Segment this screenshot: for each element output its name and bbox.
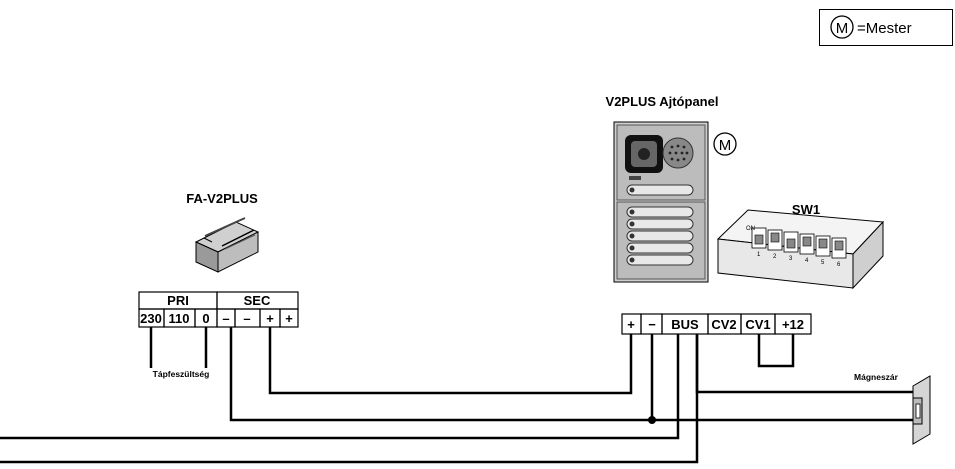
switch-on-text: ON bbox=[746, 226, 755, 232]
wires bbox=[0, 327, 913, 464]
power-supply-terminal-block bbox=[138, 291, 299, 328]
legend-text: =Mester bbox=[857, 20, 912, 37]
junction-dot bbox=[648, 416, 656, 424]
pri-terminal-0: 0 bbox=[202, 311, 209, 326]
switch-position-3: 3 bbox=[789, 256, 793, 262]
switch-position-6: 6 bbox=[837, 262, 841, 268]
sec-terminal-plus-1: + bbox=[266, 311, 274, 326]
wire-cv1-plus12-bridge bbox=[757, 334, 795, 368]
legend-symbol: M bbox=[836, 20, 849, 37]
sec-terminal-plus-2: + bbox=[285, 311, 293, 326]
panel-terminal-plus12: +12 bbox=[782, 317, 804, 332]
master-symbol: M bbox=[719, 137, 732, 154]
magnetic-lock-image bbox=[912, 375, 931, 445]
wire-minus bbox=[229, 327, 654, 422]
wire-plus bbox=[268, 327, 633, 395]
wire-bus-1 bbox=[0, 334, 680, 440]
wire-cv2-lock bbox=[695, 334, 913, 394]
switch-position-4: 4 bbox=[805, 258, 809, 264]
panel-terminal-cv1: CV1 bbox=[745, 317, 770, 332]
sec-terminal-minus-1: – bbox=[222, 311, 229, 326]
pri-terminal-110: 110 bbox=[169, 311, 190, 326]
master-circle-icon bbox=[713, 132, 737, 156]
panel-terminal-bus: BUS bbox=[671, 317, 699, 332]
door-panel-image bbox=[613, 121, 709, 283]
wire-bus-2 bbox=[0, 334, 699, 464]
door-panel-title: V2PLUS Ajtópanel bbox=[606, 94, 719, 109]
pri-header: PRI bbox=[167, 293, 189, 308]
panel-terminal-cv2: CV2 bbox=[711, 317, 736, 332]
legend: M =Mester bbox=[819, 9, 953, 46]
mains-label: Tápfeszültség bbox=[153, 369, 210, 379]
sec-header: SEC bbox=[244, 293, 271, 308]
pri-terminal-230: 230 bbox=[140, 311, 162, 326]
switch-position-2: 2 bbox=[773, 254, 777, 260]
dip-switch-image bbox=[716, 209, 885, 290]
master-marker: M bbox=[713, 132, 737, 156]
legend-circle-icon bbox=[830, 15, 854, 39]
power-supply-device-image bbox=[194, 217, 260, 273]
lock-label: Mágneszár bbox=[854, 372, 899, 382]
switch-title: SW1 bbox=[792, 202, 820, 217]
panel-terminal-plus: + bbox=[627, 317, 635, 332]
switch-position-5: 5 bbox=[821, 260, 825, 266]
power-supply-title: FA-V2PLUS bbox=[186, 191, 258, 206]
panel-terminal-minus: − bbox=[648, 317, 656, 332]
sec-terminal-minus-2: – bbox=[243, 311, 250, 326]
switch-position-1: 1 bbox=[757, 252, 761, 258]
